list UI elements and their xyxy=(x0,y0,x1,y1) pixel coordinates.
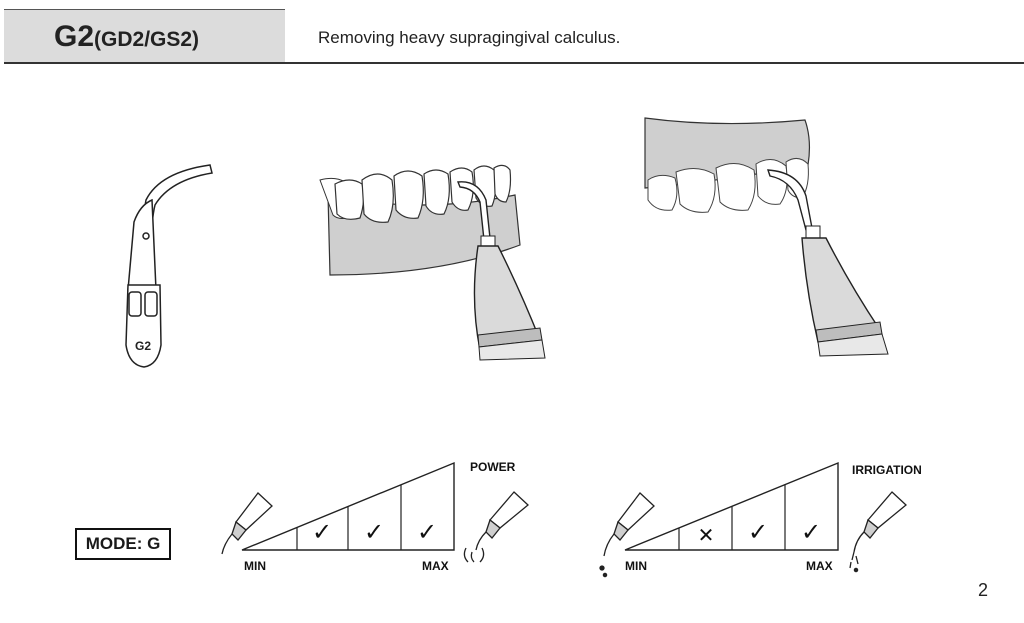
lower-jaw-illustration xyxy=(319,164,546,361)
handpiece-icon xyxy=(221,492,273,555)
page-title: G2(GD2/GS2) xyxy=(54,20,199,54)
power-max-label: MAX xyxy=(422,559,449,573)
power-scale: ✓ ✓ ✓ MIN MAX POWER xyxy=(221,460,529,573)
power-min-label: MIN xyxy=(244,559,266,573)
power-segment-3: ✓ xyxy=(364,518,384,546)
irrigating-handpiece-icon xyxy=(849,491,907,573)
power-segment-4: ✓ xyxy=(417,518,437,546)
scaler-tip-illustration: G2 xyxy=(125,164,213,368)
irrigation-min-label: MIN xyxy=(625,559,647,573)
header-divider xyxy=(4,62,1024,64)
model-variants: (GD2/GS2) xyxy=(94,28,200,51)
irrigation-segment-2: ✕ xyxy=(698,523,715,547)
handpiece-icon xyxy=(599,492,655,578)
irrigation-segment-3: ✓ xyxy=(748,518,768,546)
mode-indicator: MODE: G xyxy=(75,528,171,560)
page-number: 2 xyxy=(978,580,989,600)
power-title: POWER xyxy=(470,460,516,474)
irrigation-max-label: MAX xyxy=(806,559,833,573)
irrigation-segment-4: ✓ xyxy=(801,518,821,546)
vibrating-handpiece-icon xyxy=(463,491,529,563)
procedure-description: Removing heavy supragingival calculus. xyxy=(318,28,621,47)
irrigation-title: IRRIGATION xyxy=(852,463,922,477)
tip-label: G2 xyxy=(135,339,151,353)
model-name: G2 xyxy=(54,20,95,53)
irrigation-scale: ✕ ✓ ✓ MIN MAX IRRIGATION xyxy=(599,461,922,578)
upper-jaw-illustration xyxy=(644,117,889,357)
power-segment-2: ✓ xyxy=(312,518,332,546)
header-title-box xyxy=(4,9,285,63)
